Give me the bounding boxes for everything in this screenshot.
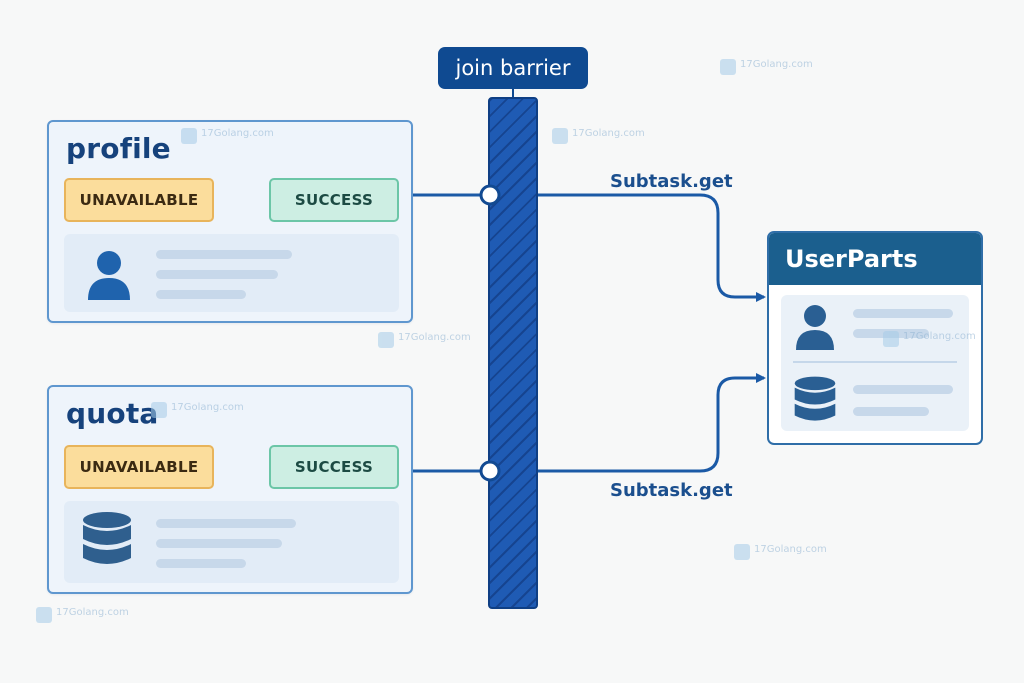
profile-flow-label: Subtask.get [610, 171, 733, 192]
divider [793, 361, 957, 363]
userparts-card: UserParts [767, 231, 983, 445]
user-icon [88, 251, 130, 300]
userparts-body [781, 295, 969, 431]
quota-flow-label: Subtask.get [610, 480, 733, 501]
watermark-logo [378, 332, 394, 348]
placeholder-line [853, 309, 953, 318]
watermark-logo [734, 544, 750, 560]
quota-success-state: SUCCESS [269, 445, 399, 489]
profile-title: profile [66, 132, 171, 165]
placeholder-line [156, 519, 296, 528]
quota-junction-dot [479, 460, 501, 482]
database-icon [794, 376, 836, 421]
placeholder-line [156, 250, 292, 259]
placeholder-line [853, 385, 953, 394]
userparts-title: UserParts [769, 233, 981, 285]
watermark-logo [720, 59, 736, 75]
placeholder-line [853, 407, 929, 416]
database-icon [83, 512, 131, 564]
quota-title: quota [66, 397, 159, 430]
join-barrier-label: join barrier [438, 47, 588, 89]
watermark-logo [36, 607, 52, 623]
quota-panel: quota UNAVAILABLE SUCCESS [47, 385, 413, 594]
watermark-logo [151, 402, 167, 418]
profile-panel: profile UNAVAILABLE SUCCESS [47, 120, 413, 323]
join-barrier-bar [488, 97, 538, 609]
profile-details [64, 234, 399, 312]
placeholder-line [156, 559, 246, 568]
placeholder-line [156, 539, 282, 548]
quota-unavailable-state: UNAVAILABLE [64, 445, 214, 489]
placeholder-line [156, 270, 278, 279]
quota-flow-arrow [538, 373, 766, 473]
watermark-logo [883, 331, 899, 347]
watermark: 17Golang.com [734, 544, 827, 562]
profile-flow-arrow [538, 193, 766, 302]
watermark: 17Golang.com [552, 128, 645, 146]
watermark: 17Golang.com [151, 402, 244, 420]
profile-junction-dot [479, 184, 501, 206]
quota-details [64, 501, 399, 583]
user-icon [796, 305, 834, 350]
watermark-logo [181, 128, 197, 144]
watermark: 17Golang.com [181, 128, 274, 146]
watermark: 17Golang.com [378, 332, 471, 350]
watermark-logo [552, 128, 568, 144]
watermark: 17Golang.com [883, 331, 976, 349]
watermark: 17Golang.com [36, 607, 129, 625]
watermark: 17Golang.com [720, 59, 813, 77]
profile-unavailable-state: UNAVAILABLE [64, 178, 214, 222]
placeholder-line [156, 290, 246, 299]
profile-success-state: SUCCESS [269, 178, 399, 222]
